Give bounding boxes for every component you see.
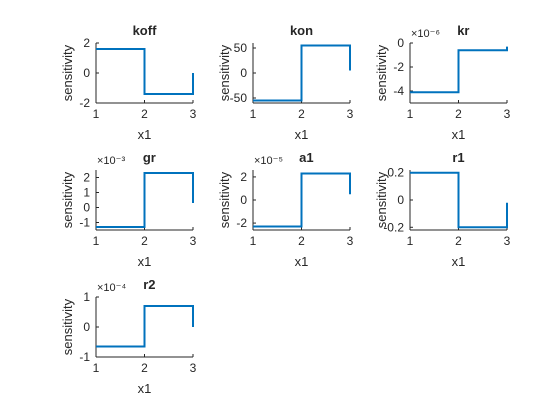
y-tick-label: 0 <box>83 201 90 215</box>
x-axis-label: x1 <box>138 381 152 396</box>
y-axis-label: sensitivity <box>60 171 75 228</box>
x-axis-label: x1 <box>295 254 309 269</box>
series-line-koff <box>96 48 194 95</box>
x-tick-label: 1 <box>250 234 257 248</box>
x-axis-label: x1 <box>295 127 309 142</box>
x-axis-label: x1 <box>452 254 466 269</box>
x-tick-label: 1 <box>250 107 257 121</box>
y-tick-label: 0 <box>83 66 90 80</box>
subplot-koff: 1 2 3 -2 0 2 koff x1 sensitivity <box>60 23 197 142</box>
y-axis-label: sensitivity <box>374 44 389 101</box>
y-axis-label: sensitivity <box>217 171 232 228</box>
y-axis-label: sensitivity <box>374 171 389 228</box>
x-axis-label: x1 <box>138 254 152 269</box>
exponent-label: ×10⁻⁵ <box>254 155 283 167</box>
subplot-r1: 1 2 3 -0.2 0 0.2 r1 x1 sensitivity <box>374 150 511 269</box>
x-tick-label: 2 <box>141 107 148 121</box>
subplot-title: a1 <box>299 150 313 165</box>
subplot-title: kon <box>290 23 313 38</box>
exponent-label: ×10⁻³ <box>97 155 125 167</box>
x-tick-label: 3 <box>190 361 197 375</box>
x-tick-label: 1 <box>407 234 414 248</box>
x-tick-label: 2 <box>455 234 462 248</box>
y-tick-label: 0 <box>240 66 247 80</box>
y-tick-label: 0 <box>240 193 247 207</box>
y-tick-label: -2 <box>393 60 404 74</box>
x-tick-label: 3 <box>347 107 354 121</box>
x-tick-label: 2 <box>298 234 305 248</box>
x-axis-label: x1 <box>452 127 466 142</box>
y-tick-label: -50 <box>230 91 248 105</box>
subplot-a1: 1 2 3 -2 0 2 ×10⁻⁵ a1 x1 sensitivity <box>217 150 354 269</box>
y-axis-label: sensitivity <box>60 298 75 355</box>
y-tick-label: 2 <box>83 36 90 50</box>
series-line-r1 <box>410 171 508 229</box>
x-tick-label: 1 <box>93 361 100 375</box>
subplot-kr: 1 2 3 -4 -2 0 ×10⁻⁶ kr x1 sensitivity <box>374 23 511 142</box>
x-tick-label: 1 <box>407 107 414 121</box>
subplot-title: gr <box>143 150 156 165</box>
y-tick-label: 50 <box>234 41 248 55</box>
y-axis-label: sensitivity <box>217 44 232 101</box>
subplot-title: kr <box>457 23 469 38</box>
y-tick-label: -0.2 <box>383 220 404 234</box>
y-tick-label: 2 <box>240 170 247 184</box>
x-tick-label: 2 <box>141 234 148 248</box>
y-tick-label: -2 <box>79 96 90 110</box>
y-tick-label: 1 <box>83 186 90 200</box>
y-tick-label: 0 <box>397 36 404 50</box>
y-tick-label: -1 <box>79 216 90 230</box>
exponent-label: ×10⁻⁴ <box>97 282 126 294</box>
series-line-kon <box>253 44 351 102</box>
series-line-kr <box>410 46 508 94</box>
x-tick-label: 2 <box>141 361 148 375</box>
x-tick-label: 3 <box>190 107 197 121</box>
y-tick-label: 0.2 <box>387 166 404 180</box>
series-line-a1 <box>253 172 351 228</box>
y-tick-label: -1 <box>79 350 90 364</box>
x-axis-label: x1 <box>138 127 152 142</box>
x-tick-label: 1 <box>93 234 100 248</box>
x-tick-label: 3 <box>504 234 511 248</box>
x-tick-label: 2 <box>455 107 462 121</box>
y-tick-label: -2 <box>236 216 247 230</box>
y-axis-label: sensitivity <box>60 44 75 101</box>
series-line-r2 <box>96 305 194 348</box>
y-tick-label: 1 <box>83 290 90 304</box>
x-tick-label: 3 <box>504 107 511 121</box>
x-tick-label: 2 <box>298 107 305 121</box>
y-tick-label: 2 <box>83 171 90 185</box>
x-tick-label: 1 <box>93 107 100 121</box>
subplot-title: koff <box>133 23 158 38</box>
subplot-r2: 1 2 3 -1 0 1 ×10⁻⁴ r2 x1 sensitivity <box>60 277 197 396</box>
exponent-label: ×10⁻⁶ <box>411 28 440 40</box>
y-tick-label: 0 <box>83 320 90 334</box>
y-tick-label: -4 <box>393 84 404 98</box>
x-tick-label: 3 <box>347 234 354 248</box>
subplot-title: r1 <box>452 150 464 165</box>
series-line-gr <box>96 172 194 228</box>
y-tick-label: 0 <box>397 193 404 207</box>
subplot-kon: 1 2 3 -50 0 50 kon x1 sensitivity <box>217 23 354 142</box>
x-tick-label: 3 <box>190 234 197 248</box>
subplot-title: r2 <box>143 277 155 292</box>
